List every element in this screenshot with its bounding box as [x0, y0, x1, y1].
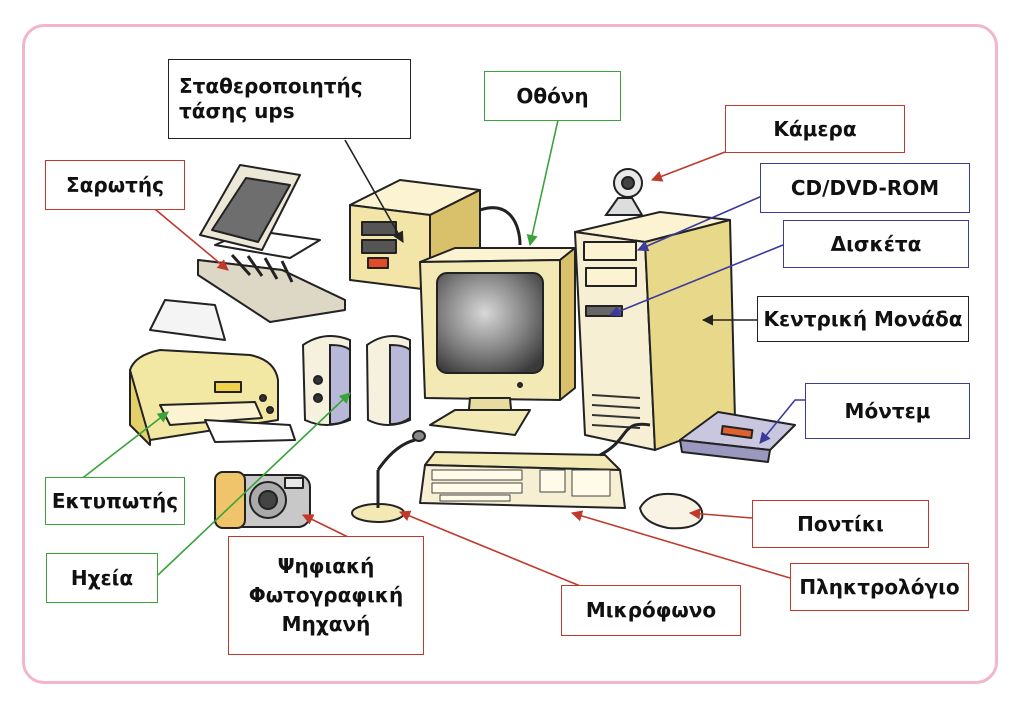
modem-label: Μόντεμ [805, 383, 970, 439]
microphone-device [351, 430, 426, 523]
monitor-label-text: Οθόνη [516, 83, 589, 108]
scanner-label-text: Σαρωτής [66, 172, 164, 197]
camera-arrow [650, 151, 726, 182]
monitor-device [419, 247, 576, 436]
microphone-arrow [398, 510, 662, 591]
scanner-arrow [149, 204, 229, 271]
mouse-label-text: Ποντίκι [797, 511, 884, 536]
ups-cable [479, 206, 522, 246]
cpu-label-text: Κεντρική Μονάδα [763, 306, 963, 331]
floppy-arrow [608, 244, 784, 317]
speakers-label-text: Ηχεία [70, 565, 134, 590]
camera-label: Κάμερα [725, 105, 905, 153]
microphone-label: Μικρόφωνο [561, 585, 741, 636]
keyboard-device [419, 451, 626, 509]
cdrom-label: CD/DVD-ROM [760, 163, 970, 213]
webcam-device [604, 168, 644, 216]
printer-label: Εκτυπωτής [45, 477, 185, 525]
monitor-arrow [526, 119, 559, 247]
microphone-label-text: Μικρόφωνο [585, 598, 717, 622]
floppy-label: Δισκέτα [783, 220, 969, 268]
scanner-device [197, 164, 346, 323]
ups-arrow [344, 139, 404, 243]
keyboard-label-text: Πληκτρολόγιο [799, 574, 960, 599]
mouse-arrow [688, 508, 753, 520]
ups-label: Σταθεροποιητής τάσης ups [168, 59, 411, 139]
floppy-label-text: Δισκέτα [830, 231, 922, 256]
printer-label-text: Εκτυπωτής [51, 488, 179, 513]
modem-arrow [759, 399, 805, 444]
camera-label-text: Κάμερα [773, 116, 857, 141]
ups-label-line-2: τάσης ups [179, 99, 295, 123]
keyboard-label: Πληκτρολόγιο [790, 563, 969, 611]
digicam-label-line-3: Μηχανή [281, 612, 371, 636]
mouse-device [638, 492, 704, 530]
speakers-arrow [157, 392, 351, 576]
cpu-label: Κεντρική Μονάδα [757, 296, 969, 342]
digital-camera-device [214, 471, 311, 529]
ups-label-line-1: Σταθεροποιητής [179, 74, 363, 98]
cdrom-arrow [636, 195, 763, 252]
scanner-label: Σαρωτής [45, 160, 185, 210]
cdrom-label-text: CD/DVD-ROM [790, 175, 940, 200]
keyboard-arrow [570, 510, 791, 579]
mouse-label: Ποντίκι [752, 500, 929, 548]
printer-arrow [79, 411, 169, 481]
digicam-label: Ψηφιακή Φωτογραφική Μηχανή [228, 536, 424, 655]
modem-label-text: Μόντεμ [844, 398, 931, 423]
speakers-device [301, 335, 411, 426]
speakers-label: Ηχεία [46, 553, 158, 603]
monitor-label: Οθόνη [484, 71, 621, 121]
cpu-tower-device [574, 211, 736, 451]
digicam-label-line-1: Ψηφιακή [277, 554, 375, 578]
digicam-arrow [301, 514, 351, 539]
digicam-label-line-2: Φωτογραφική [248, 583, 404, 607]
